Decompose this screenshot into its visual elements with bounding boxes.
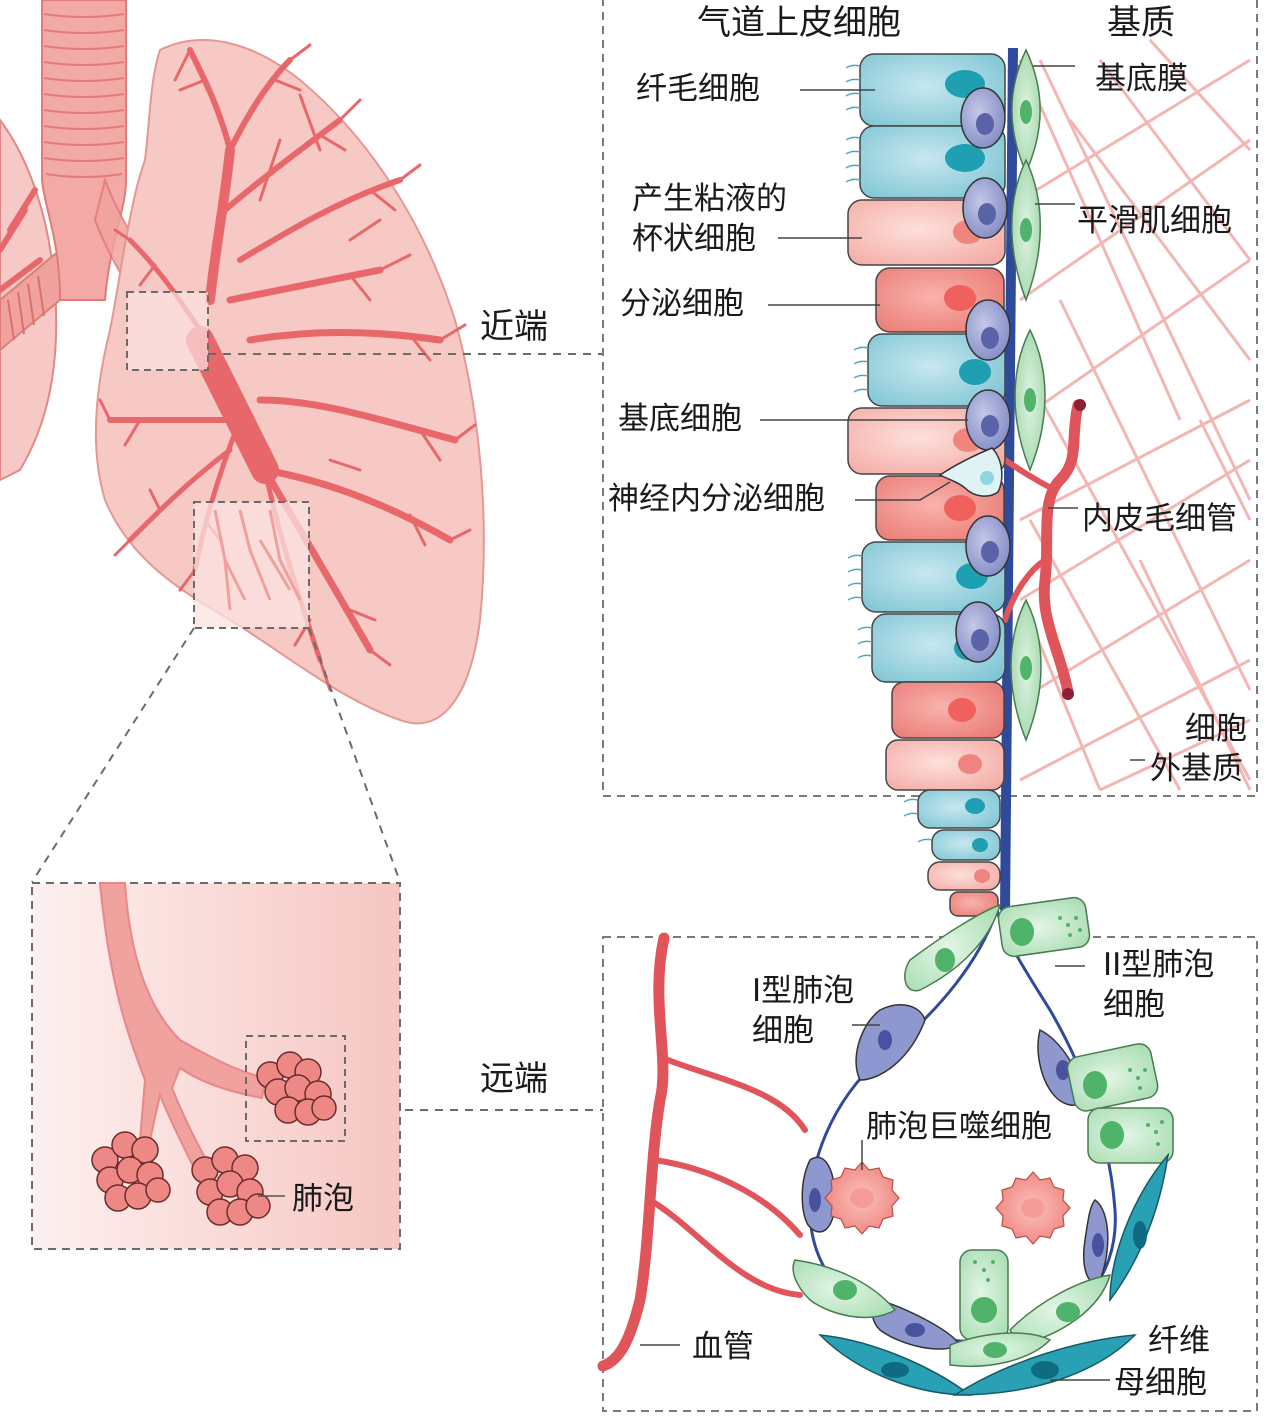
label-blood-vessel: 血管 (692, 1329, 754, 1365)
label-distal: 远端 (480, 1059, 548, 1099)
distal-panel (597, 896, 1258, 1412)
blood-vessels (597, 932, 808, 1372)
label-goblet-line1: 产生粘液的 (632, 181, 787, 217)
capillary (1002, 399, 1084, 698)
leader-lines (852, 965, 1110, 1381)
airway-epithelium-header: 气道上皮细胞 (697, 3, 901, 43)
lamellar-granules (973, 916, 1164, 1282)
alveoli-cluster (91, 1131, 171, 1212)
label-capillary: 内皮毛细管 (1082, 501, 1237, 537)
alveoli-cluster (191, 1146, 271, 1226)
proximal-region-box (126, 291, 209, 371)
alveoli-inset (31, 882, 401, 1250)
label-type2-line2: 细胞 (1103, 987, 1165, 1023)
distal-region-box (193, 501, 310, 629)
right-lung (94, 39, 485, 725)
proximal-panel (602, 0, 1258, 917)
label-fibroblast-line2: 母细胞 (1114, 1365, 1207, 1401)
label-proximal: 近端 (480, 307, 548, 347)
label-goblet-line2: 杯状细胞 (632, 221, 756, 257)
label-alveoli: 肺泡 (292, 1181, 354, 1217)
cilia (845, 64, 933, 843)
zoom-guide-lines (31, 353, 603, 1111)
macrophages (824, 1161, 1071, 1245)
type1-cells (801, 1004, 1109, 1350)
label-smooth-muscle: 平滑肌细胞 (1077, 203, 1232, 239)
label-type2-line1: II型肺泡 (1103, 947, 1215, 983)
smooth-muscle-cells (1010, 48, 1046, 743)
label-basement-membrane: 基底膜 (1095, 61, 1188, 97)
label-ecm-line2: 外基质 (1150, 751, 1243, 787)
type2-cells (792, 896, 1174, 1368)
stroma-header: 基质 (1107, 3, 1175, 43)
epithelial-cells (847, 53, 1006, 917)
label-basal-cell: 基底细胞 (618, 401, 742, 437)
neuroendocrine-cell (938, 447, 1003, 497)
label-ciliated-cell: 纤毛细胞 (636, 71, 760, 107)
basal-cells (955, 87, 1011, 663)
label-neuroendocrine-cell: 神经内分泌细胞 (608, 481, 825, 517)
label-type1-line1: I型肺泡 (752, 973, 855, 1009)
leader-lines (760, 89, 1145, 761)
label-ecm-line1: 细胞 (1185, 711, 1247, 747)
label-secretory-cell: 分泌细胞 (620, 286, 744, 322)
fibroblasts (817, 1152, 1170, 1396)
label-fibroblast-line1: 纤维 (1148, 1323, 1210, 1359)
label-type1-line2: 细胞 (752, 1013, 814, 1049)
ecm-fibers (1018, 38, 1252, 792)
label-macrophage: 肺泡巨噬细胞 (866, 1109, 1052, 1145)
alveoli-cluster (256, 1051, 337, 1126)
